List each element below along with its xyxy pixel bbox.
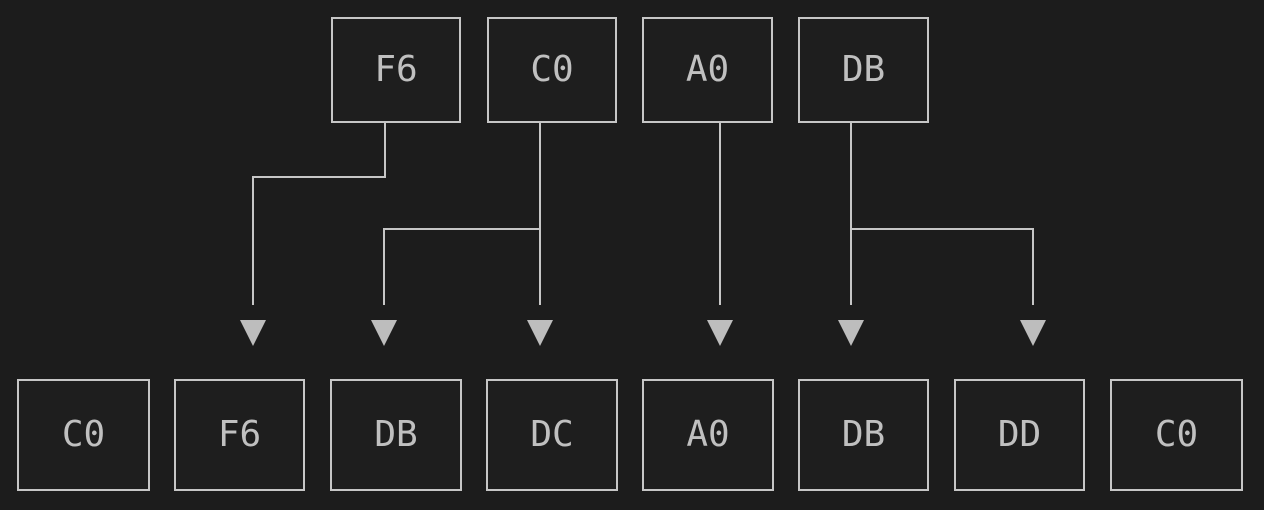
target-node-label: C0 [61, 414, 106, 455]
source-node-1[interactable]: C0 [487, 17, 617, 123]
target-node-label: DC [530, 414, 574, 455]
target-node-label: DB [841, 414, 886, 455]
edge-c0-branch [383, 228, 385, 305]
edge-db-elbow [850, 228, 1034, 230]
target-node-6[interactable]: DD [954, 379, 1085, 491]
target-node-3[interactable]: DC [486, 379, 618, 491]
source-node-3[interactable]: DB [798, 17, 929, 123]
source-node-2[interactable]: A0 [642, 17, 773, 123]
target-node-label: DD [997, 414, 1042, 455]
arrowhead-2 [527, 320, 553, 346]
edge-c0-stem [539, 123, 541, 305]
source-node-label: F6 [374, 49, 418, 90]
target-node-5[interactable]: DB [798, 379, 929, 491]
target-node-7[interactable]: C0 [1110, 379, 1243, 491]
source-node-label: DB [841, 49, 886, 90]
target-node-label: A0 [686, 414, 730, 455]
edge-c0-elbow [383, 228, 541, 230]
arrowhead-4 [838, 320, 864, 346]
target-node-0[interactable]: C0 [17, 379, 150, 491]
edge-a0-drop [719, 123, 721, 305]
target-node-4[interactable]: A0 [642, 379, 774, 491]
target-node-label: C0 [1154, 414, 1199, 455]
arrowhead-3 [707, 320, 733, 346]
target-node-label: F6 [217, 414, 262, 455]
target-node-2[interactable]: DB [330, 379, 462, 491]
target-node-label: DB [374, 414, 418, 455]
edge-db-stem [850, 123, 852, 305]
edge-f6-stem [384, 123, 386, 176]
arrowhead-0 [240, 320, 266, 346]
arrowhead-1 [371, 320, 397, 346]
source-node-label: C0 [530, 49, 574, 90]
arrowhead-5 [1020, 320, 1046, 346]
edge-f6-elbow [252, 176, 386, 178]
source-node-0[interactable]: F6 [331, 17, 461, 123]
edge-f6-drop [252, 176, 254, 305]
target-node-1[interactable]: F6 [174, 379, 305, 491]
source-node-label: A0 [685, 49, 730, 90]
edge-db-branch [1032, 228, 1034, 305]
